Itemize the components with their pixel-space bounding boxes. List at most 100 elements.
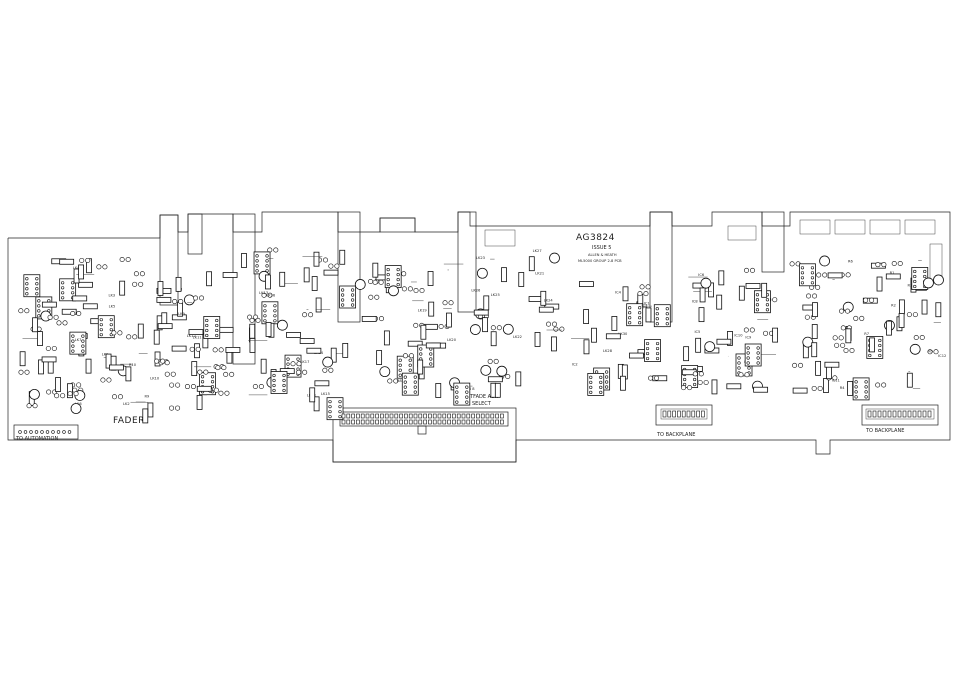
pad	[402, 353, 408, 359]
connector-pin	[34, 430, 39, 434]
pad	[407, 286, 413, 292]
pad	[286, 362, 290, 366]
pad	[255, 259, 259, 263]
connector-pin	[927, 410, 932, 418]
pad	[223, 371, 229, 377]
connector-pin	[394, 419, 399, 425]
pad	[263, 309, 267, 313]
connector-pin	[62, 430, 66, 434]
pad	[403, 375, 407, 379]
pad	[302, 312, 308, 318]
pad	[875, 382, 881, 388]
connector-pin	[452, 419, 456, 425]
pad	[637, 291, 643, 297]
pad	[71, 291, 75, 295]
backplane-connector-right	[861, 404, 939, 426]
pad	[218, 347, 224, 353]
pad	[195, 346, 201, 352]
connector-pin	[476, 413, 480, 419]
refdes-label: IC10	[734, 333, 743, 337]
board-title-block: AG3824 ISSUE 5 ALLEN & HEATH ML5000 GROU…	[576, 233, 622, 263]
pad	[913, 284, 917, 289]
connector-pin	[45, 430, 50, 434]
pad	[37, 299, 41, 303]
electrolytic-cap	[496, 365, 508, 377]
resistor	[265, 322, 272, 337]
pad	[665, 312, 669, 316]
pad	[132, 334, 138, 340]
connector-pin	[67, 430, 72, 434]
pad	[864, 395, 868, 399]
connector-pin	[466, 419, 471, 425]
connector-pin	[490, 419, 495, 425]
pad	[81, 344, 85, 348]
refdes-label: LK10	[150, 376, 160, 380]
pad	[273, 309, 277, 313]
pad	[368, 279, 374, 285]
resistor	[811, 342, 818, 358]
connector-pin	[490, 413, 495, 419]
resistor	[303, 267, 310, 283]
pad	[252, 383, 258, 389]
pad	[863, 297, 869, 303]
pad	[139, 271, 145, 277]
pad	[401, 286, 407, 292]
pad	[448, 300, 454, 306]
connector-pin	[356, 413, 360, 419]
pad	[71, 349, 75, 353]
pad	[810, 271, 815, 275]
electrolytic-cap	[476, 267, 488, 279]
ic-package	[644, 339, 661, 362]
connector-pin	[447, 413, 451, 419]
resistor	[629, 352, 644, 359]
resistor	[314, 380, 330, 387]
refdes-label: IC6	[698, 273, 705, 277]
resistor	[518, 272, 525, 287]
electrolytic-cap	[354, 279, 366, 290]
pad	[273, 319, 277, 323]
resistor	[716, 294, 723, 310]
pad	[71, 286, 75, 290]
pad	[654, 375, 660, 381]
ic-package	[626, 303, 644, 327]
pad	[854, 380, 858, 384]
pad	[927, 349, 933, 355]
electrolytic-cap	[549, 252, 560, 264]
pad	[26, 403, 32, 409]
pad	[133, 271, 139, 277]
pad	[419, 288, 425, 294]
connector-pin	[428, 419, 432, 425]
pad	[755, 298, 760, 302]
pad	[81, 334, 85, 338]
pad	[282, 383, 286, 388]
resistor	[876, 276, 883, 292]
connector-pin	[432, 419, 437, 425]
pad	[175, 382, 181, 388]
pad	[493, 358, 499, 364]
pad	[398, 363, 402, 367]
pad	[51, 345, 57, 351]
connector-pin	[677, 410, 681, 418]
pad	[913, 334, 919, 340]
issue-text: ISSUE 5	[592, 245, 611, 251]
pad	[224, 390, 230, 396]
connector-pin	[432, 413, 437, 419]
pad	[203, 369, 209, 375]
pad	[169, 382, 175, 388]
resistor	[727, 331, 733, 346]
electrolytic-cap	[183, 294, 195, 306]
resistor	[249, 323, 256, 339]
refdes-label: LK12	[187, 334, 196, 338]
pad	[639, 284, 645, 290]
pad	[61, 291, 65, 295]
pad	[638, 306, 642, 310]
connector-pin	[456, 419, 461, 425]
connector-pin	[877, 410, 882, 418]
resistor	[311, 276, 318, 291]
resistor	[921, 299, 928, 315]
pad	[419, 347, 423, 351]
pad	[703, 379, 709, 385]
pad	[655, 317, 659, 321]
connector-pin	[399, 413, 403, 419]
connector-pin	[696, 410, 700, 418]
